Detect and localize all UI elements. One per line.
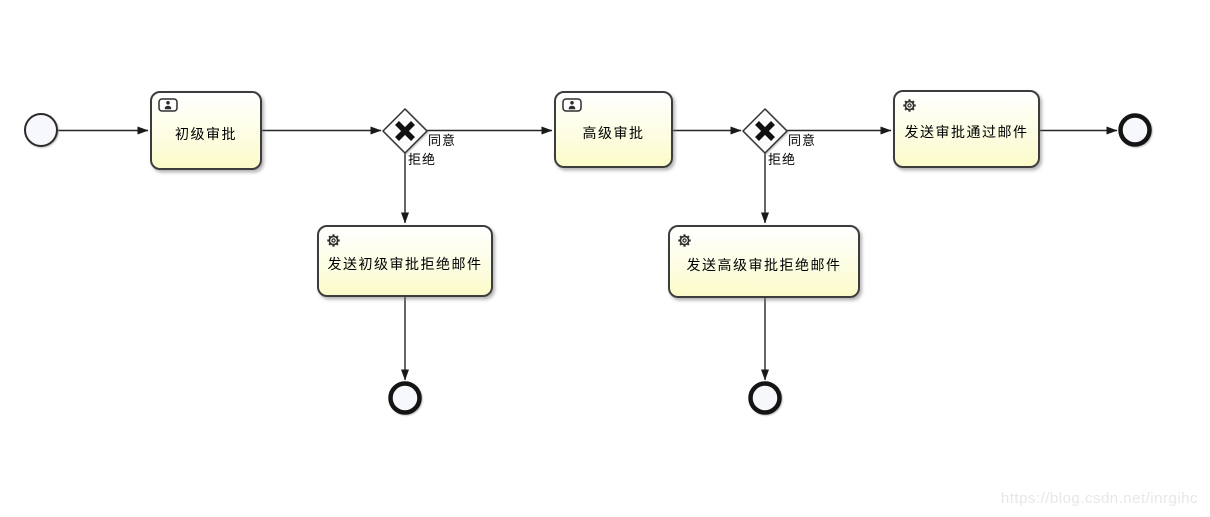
flow-label-initial-reject: 拒绝 [408, 152, 437, 167]
end-event-senior-reject [748, 381, 782, 415]
gear-icon [676, 232, 693, 249]
gear-icon [901, 97, 918, 114]
task-initial-approval: 初级审批 [150, 91, 262, 170]
end-event-main [1118, 113, 1152, 147]
task-send-pass-mail: 发送审批通过邮件 [893, 90, 1040, 168]
exclusive-gateway-2 [741, 107, 789, 155]
gear-icon [325, 232, 342, 249]
task-label: 发送初级审批拒绝邮件 [327, 256, 483, 272]
task-label: 高级审批 [582, 124, 645, 141]
end-event-initial-reject [388, 381, 422, 415]
x-mark-icon [395, 121, 415, 141]
watermark: https://blog.csdn.net/inrgihc [1000, 490, 1198, 507]
user-icon [158, 98, 178, 112]
exclusive-gateway-1 [381, 107, 429, 155]
start-event [24, 113, 58, 147]
sequence-flows [57, 126, 1118, 381]
x-mark-icon [755, 121, 775, 141]
flow-label-senior-reject: 拒绝 [768, 152, 797, 167]
task-label: 初级审批 [175, 125, 237, 142]
flow-label-senior-agree: 同意 [788, 133, 817, 148]
task-senior-approval: 高级审批 [554, 91, 673, 168]
task-label: 发送高级审批拒绝邮件 [686, 256, 842, 273]
task-send-initial-reject-mail: 发送初级审批拒绝邮件 [317, 225, 493, 297]
flow-label-initial-agree: 同意 [428, 133, 457, 148]
user-icon [562, 98, 582, 112]
task-send-senior-reject-mail: 发送高级审批拒绝邮件 [668, 225, 860, 298]
task-label: 发送审批通过邮件 [904, 124, 1029, 140]
